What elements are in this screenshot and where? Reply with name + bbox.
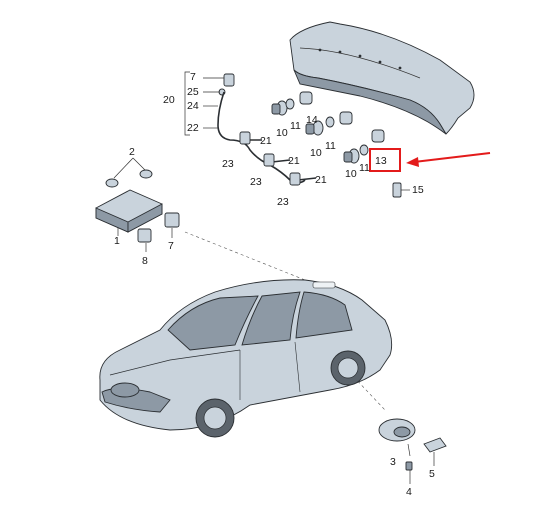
- callout-2: 2: [129, 146, 135, 158]
- callout-14: 14: [306, 114, 318, 126]
- callout-11b: 11: [325, 140, 336, 152]
- callout-21c: 21: [315, 174, 327, 186]
- pointer-arrow: [413, 152, 491, 163]
- wiring-harness: [184, 71, 317, 186]
- control-unit: [95, 189, 163, 233]
- pointer-arrow-head: [406, 157, 419, 167]
- relay-part-7: [164, 212, 180, 228]
- callout-23c: 23: [277, 196, 289, 208]
- callout-4: 4: [406, 486, 412, 498]
- callout-8: 8: [142, 255, 148, 267]
- spacer-part-15: [392, 182, 402, 198]
- highlight-box-13: [369, 148, 401, 172]
- plug-part-8: [137, 228, 152, 243]
- parking-sensors: [271, 91, 385, 164]
- callout-22: 22: [187, 122, 199, 134]
- callout-21b: 21: [288, 155, 300, 167]
- callout-1: 1: [114, 235, 120, 247]
- callout-13: 13: [375, 155, 387, 167]
- sensor-group-1: [271, 91, 313, 116]
- callout-20: 20: [163, 94, 175, 106]
- callout-10a: 10: [276, 127, 288, 139]
- callout-10c: 10: [345, 168, 357, 180]
- sensor-group-3: [343, 129, 385, 164]
- callout-7b: 7: [168, 240, 174, 252]
- callout-7a: 7: [190, 71, 196, 83]
- retaining-clips: [105, 169, 153, 188]
- rear-bumper: [289, 21, 475, 135]
- buzzer-bracket: [423, 437, 447, 453]
- screw-part-4: [405, 461, 413, 471]
- car-illustration: [99, 279, 393, 438]
- callout-25: 25: [187, 86, 199, 98]
- callout-3: 3: [390, 456, 396, 468]
- callout-23b: 23: [250, 176, 262, 188]
- callout-10b: 10: [310, 147, 322, 159]
- callout-11c: 11: [359, 162, 370, 174]
- callout-15: 15: [412, 184, 424, 196]
- callout-5: 5: [429, 468, 435, 480]
- callout-24: 24: [187, 100, 199, 112]
- sensor-group-2: [305, 111, 353, 136]
- warning-buzzer: [378, 418, 416, 442]
- callout-23a: 23: [222, 158, 234, 170]
- callout-21a: 21: [260, 135, 272, 147]
- callout-11a: 11: [290, 120, 301, 132]
